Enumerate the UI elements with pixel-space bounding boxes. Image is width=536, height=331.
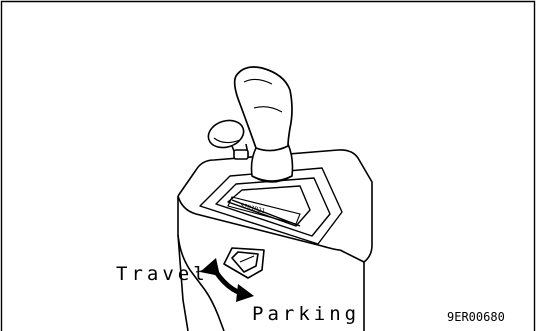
parking-label: Parking [252, 303, 360, 325]
parking-switch [224, 248, 264, 278]
travel-label: Travel [116, 263, 209, 285]
lever-button [205, 116, 248, 159]
shift-lever-knob [235, 67, 292, 151]
figure-code: 9ER00680 [447, 310, 505, 324]
